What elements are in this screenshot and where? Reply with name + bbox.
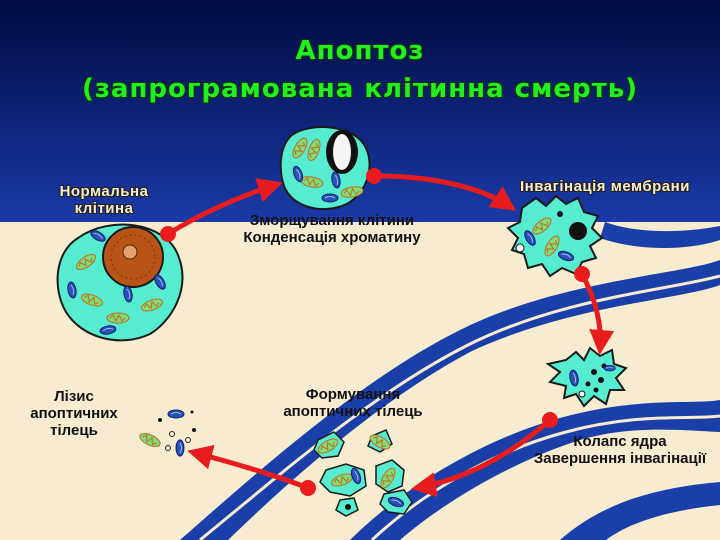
lysis-debris (137, 409, 196, 457)
label-shrinkage: Зморщування клітини Конденсація хроматин… (232, 212, 432, 246)
river-ribbons (180, 222, 720, 540)
label-normal-cell-line-2: клітина (74, 200, 134, 217)
label-lysis-line-3: тілець (50, 422, 98, 439)
label-nuclear-collapse: Колапс ядра Завершення інвагінації (526, 433, 714, 467)
label-normal-cell-line-1: Нормальна (59, 183, 149, 200)
process-arrows (160, 168, 615, 498)
label-lysis: Лізис апоптичних тілець (22, 388, 126, 439)
label-normal-cell: Нормальна клітина (52, 183, 156, 217)
label-shrinkage-line-1: Зморщування клітини (249, 212, 415, 229)
label-nuclear-collapse-line-2: Завершення інвагінації (533, 450, 707, 467)
apoptotic-bodies (313, 429, 413, 517)
label-nuclear-collapse-line-1: Колапс ядра (573, 433, 667, 450)
label-body-formation: Формування апоптичних тілець (268, 386, 438, 420)
title-line-1: Апоптоз (295, 36, 425, 66)
invaginating-cell (506, 194, 604, 278)
label-lysis-line-1: Лізис (54, 388, 94, 405)
normal-cell (56, 223, 184, 342)
label-body-formation-line-2: апоптичних тілець (283, 403, 423, 420)
label-body-formation-line-1: Формування (305, 386, 401, 403)
label-shrinkage-line-2: Конденсація хроматину (243, 229, 421, 246)
label-lysis-line-2: апоптичних (30, 405, 118, 422)
shrinking-cell (279, 126, 371, 211)
label-membrane-line-1: Інвагінація мембрани (520, 178, 690, 195)
label-membrane-invagination: Інвагінація мембрани (520, 178, 690, 195)
title-line-2: (запрограмована клітинна смерть) (81, 74, 639, 104)
